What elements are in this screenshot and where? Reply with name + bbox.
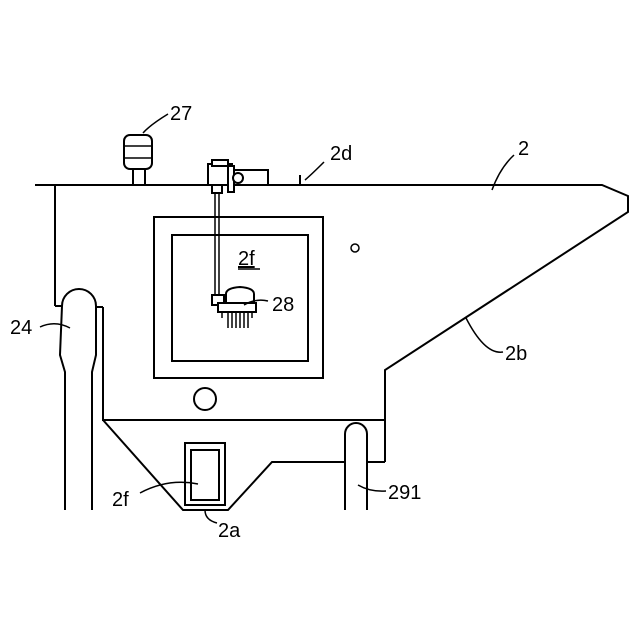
label-2d: 2d [330,143,352,165]
component-27-neck [133,169,145,185]
leader-2b [466,318,503,352]
bracket-cap [212,160,228,166]
bracket-collar [212,185,222,193]
label-2f-lower: 2f [112,489,129,511]
left-pipe-24 [60,289,96,510]
label-2b: 2b [505,343,527,365]
label-291: 291 [388,482,421,504]
component-27 [124,135,152,185]
round-port [194,388,216,410]
component-27-body [124,135,152,169]
leader-291 [358,485,386,491]
hopper-window-inner [191,450,219,500]
label-2f-inner: 2f [238,248,255,270]
bracket-knob [233,173,243,183]
label-27: 27 [170,103,192,125]
leader-2f-lower [140,482,198,493]
leader-2d [305,162,324,180]
leader-24 [40,324,70,328]
label-28: 28 [272,294,294,316]
sensor-28-body [218,303,256,312]
label-2a: 2a [218,520,241,542]
label-24: 24 [10,317,32,339]
right-pipe-291 [345,423,367,510]
mounting-bracket [208,160,268,296]
leader-27 [143,114,168,133]
small-hole [351,244,359,252]
housing-outline [35,185,628,420]
leader-2a [205,510,217,523]
label-2: 2 [518,138,529,160]
